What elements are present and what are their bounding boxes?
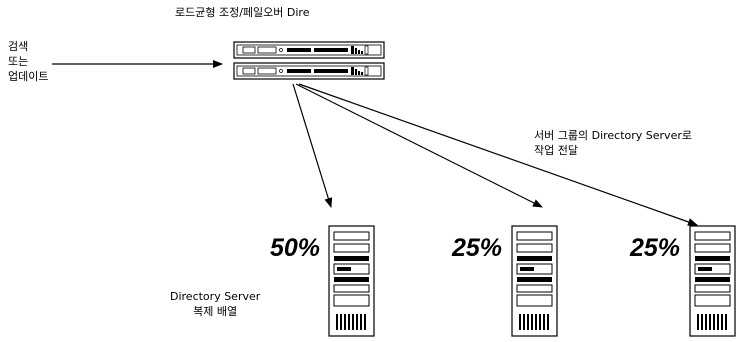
load-balancer-unit-top	[233, 41, 385, 59]
search-label-line2: 또는	[8, 54, 29, 68]
server-3-percent: 25%	[630, 234, 681, 262]
server-2-tower	[511, 225, 558, 337]
group-label-line1: 서버 그룹의 Directory Server로	[534, 129, 692, 142]
replica-label-line1: Directory Server	[170, 290, 261, 303]
search-label-line1: 검색	[8, 40, 29, 53]
replica-label-line2: 복제 배열	[193, 304, 238, 318]
search-label-line3: 업데이트	[8, 69, 49, 83]
diagram-title: 로드균형 조정/페일오버 Dire	[175, 6, 310, 19]
group-label: 서버 그룹의 Directory Server로 작업 전달	[534, 129, 692, 159]
load-balancer-unit-bottom	[233, 62, 385, 80]
arrow-to-server-2	[295, 83, 543, 208]
server-1-tower	[328, 225, 375, 337]
server-3-tower	[689, 225, 736, 337]
server-2-percent: 25%	[452, 234, 503, 262]
server-1-percent: 50%	[270, 234, 321, 262]
load-balancer	[233, 41, 385, 80]
arrow-to-server-3	[298, 83, 698, 226]
arrow-to-server-1	[292, 83, 333, 208]
group-label-line2: 작업 전달	[534, 143, 578, 157]
search-label: 검색 또는 업데이트	[8, 40, 48, 85]
replica-label: Directory Server 복제 배열	[170, 290, 260, 320]
